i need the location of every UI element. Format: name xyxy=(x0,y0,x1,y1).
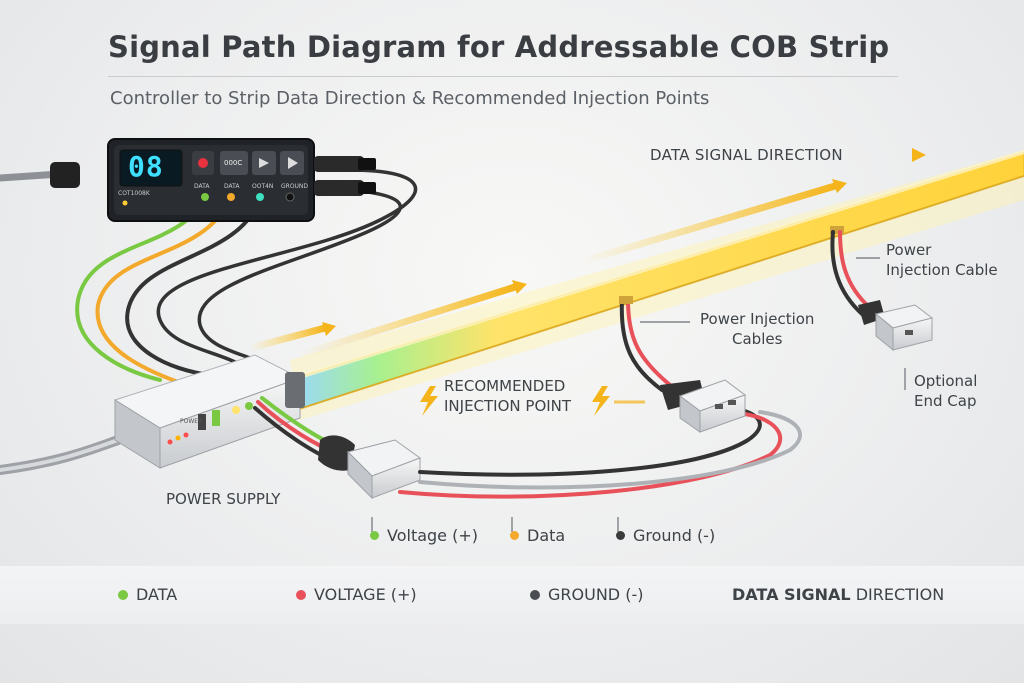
controller-port-label-2: DATA xyxy=(194,183,210,190)
page-subtitle: Controller to Strip Data Direction & Rec… xyxy=(110,88,710,109)
power-injection-cables-line-1: Power Injection xyxy=(700,310,815,328)
legend-ground-dot-icon xyxy=(530,589,540,600)
wire-legend-voltage-label: Voltage (+) xyxy=(387,526,478,545)
controller-port-label-3: DATA xyxy=(224,183,240,190)
bottom-legend-bar xyxy=(0,566,1024,624)
optional-end-cap-line-1: Optional xyxy=(914,372,978,390)
end-injection-cable xyxy=(830,226,872,316)
legend-data-dot-icon xyxy=(118,589,128,600)
voltage-dot-icon xyxy=(370,531,379,540)
label-leader-lines xyxy=(371,257,906,532)
lightning-icon-left xyxy=(385,386,438,416)
led-controller xyxy=(107,138,376,222)
data-dot-icon xyxy=(510,531,519,540)
controller-input-cable xyxy=(0,162,80,188)
legend-ground: GROUND (-) xyxy=(530,585,643,604)
cob-led-strip xyxy=(289,150,1024,411)
wire-legend-ground: Ground (-) xyxy=(616,526,715,545)
legend-direction-rest: DIRECTION xyxy=(850,585,945,604)
controller-port-label-4: OOT4N xyxy=(252,183,274,190)
page-title: Signal Path Diagram for Addressable COB … xyxy=(108,30,890,64)
optional-end-cap-line-2: End Cap xyxy=(914,392,977,410)
legend-direction-bold: DATA SIGNAL xyxy=(732,585,851,604)
controller-wires xyxy=(75,168,418,384)
wire-legend-data: Data xyxy=(510,526,565,545)
wire-legend-data-label: Data xyxy=(527,526,566,545)
legend-voltage-dot-icon xyxy=(296,589,306,600)
injection-cables-main xyxy=(398,406,802,499)
legend-voltage: VOLTAGE (+) xyxy=(296,585,417,604)
wire-legend-ground-label: Ground (-) xyxy=(633,526,716,545)
recommended-injection-point-label: RECOMMENDED INJECTION POINT xyxy=(444,376,571,416)
end-cap-connector xyxy=(858,300,934,352)
controller-display: 08 xyxy=(128,150,164,183)
legend-voltage-label: VOLTAGE (+) xyxy=(314,585,417,604)
legend-direction: DATA SIGNAL DIRECTION xyxy=(732,585,944,604)
ground-dot-icon xyxy=(616,531,625,540)
controller-port-label-1: COT1008K xyxy=(118,190,150,197)
power-injection-cables-line-2: Cables xyxy=(732,330,783,348)
power-injection-cable-line-2: Injection Cable xyxy=(886,261,998,279)
title-divider xyxy=(108,76,898,77)
power-injection-cable-line-1: Power xyxy=(886,241,932,259)
lightning-icon-right xyxy=(592,386,645,416)
optional-end-cap-label: Optional End Cap xyxy=(914,371,977,411)
mid-injection-cable xyxy=(619,296,672,392)
legend-ground-label: GROUND (-) xyxy=(548,585,644,604)
recommended-line-2: INJECTION POINT xyxy=(444,397,572,415)
data-direction-arrows xyxy=(246,148,926,359)
injection-connector-bottom xyxy=(318,435,422,500)
legend-data: DATA xyxy=(118,585,177,604)
wire-legend-voltage: Voltage (+) xyxy=(370,526,478,545)
controller-port-label-5: GROUND xyxy=(281,183,309,190)
legend-data-label: DATA xyxy=(136,585,178,604)
power-injection-cable-label: Power Injection Cable xyxy=(886,240,998,280)
recommended-line-1: RECOMMENDED xyxy=(444,377,566,395)
power-injection-cables-label: Power Injection Cables xyxy=(700,309,814,349)
controller-button-label: 000C xyxy=(224,159,243,167)
power-supply-label: POWER SUPPLY xyxy=(166,490,281,508)
power-box-label: POWER xyxy=(180,418,203,425)
power-supply-cable xyxy=(0,435,123,475)
data-signal-direction-label: DATA SIGNAL DIRECTION xyxy=(650,146,843,164)
injection-connector-mid xyxy=(660,379,747,433)
